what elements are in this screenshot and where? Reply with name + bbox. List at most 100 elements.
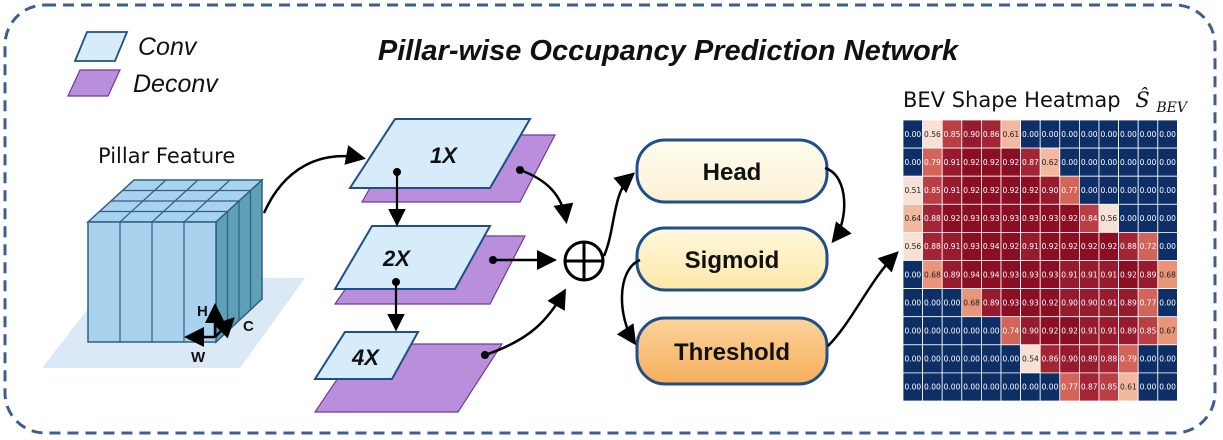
heatmap-cell-value: 0.00 — [1100, 186, 1117, 195]
heatmap-cell-value: 0.93 — [1002, 298, 1019, 307]
heatmap-cell-value: 0.00 — [1081, 186, 1098, 195]
heatmap-cell-value: 0.85 — [924, 186, 941, 195]
heatmap-cell-value: 0.00 — [924, 383, 941, 392]
heatmap-cell-value: 0.00 — [1120, 214, 1137, 223]
heatmap-cell-value: 0.94 — [963, 270, 980, 279]
legend-deconv-swatch — [67, 69, 121, 97]
heatmap-cell-value: 0.00 — [963, 326, 980, 335]
heatmap-cell-value: 0.91 — [1022, 242, 1039, 251]
heatmap-cell-value: 0.74 — [1002, 326, 1019, 335]
arrow-threshold-to-heatmap — [827, 251, 899, 347]
diagram-title: Pillar-wise Occupancy Prediction Network — [378, 35, 960, 67]
heatmap-cell-value: 0.90 — [963, 130, 980, 139]
heatmap-title: BEV Shape Heatmap Ŝ BEV — [903, 87, 1189, 116]
heatmap-cell-value: 0.79 — [924, 158, 941, 167]
heatmap-title-symbol: Ŝ — [1135, 87, 1149, 112]
heatmap-cell-value: 0.00 — [1100, 130, 1117, 139]
heatmap-cell-value: 0.92 — [1042, 326, 1059, 335]
heatmap-cell-value: 0.00 — [944, 355, 961, 364]
heatmap-cell-value: 0.00 — [983, 355, 1000, 364]
heatmap-cell-value: 0.92 — [1100, 242, 1117, 251]
heatmap-cell-value: 0.87 — [1022, 158, 1039, 167]
heatmap-cell-value: 0.00 — [904, 355, 921, 364]
heatmap-cell-value: 0.92 — [944, 214, 961, 223]
heatmap-cell-value: 0.77 — [1061, 383, 1078, 392]
heatmap-cell-value: 0.93 — [963, 214, 980, 223]
pillar-feature-block: H C W — [86, 178, 264, 366]
heatmap-cell-value: 0.00 — [904, 383, 921, 392]
heatmap-cell-value: 0.93 — [1022, 298, 1039, 307]
heatmap-cell-value: 0.00 — [944, 298, 961, 307]
heatmap-cell-value: 0.00 — [904, 270, 921, 279]
heatmap-cell-value: 0.93 — [1002, 214, 1019, 223]
scale-4x-label: 4X — [351, 345, 380, 370]
heatmap-cell-value: 0.91 — [944, 186, 961, 195]
heatmap-cell-value: 0.85 — [1140, 326, 1157, 335]
outer-dashed-frame — [3, 3, 1217, 435]
heatmap-cell-value: 0.67 — [1159, 326, 1176, 335]
heatmap-cell-value: 0.90 — [1061, 355, 1078, 364]
heatmap-cell-value: 0.92 — [1061, 326, 1078, 335]
heatmap-cell-value: 0.00 — [1140, 355, 1157, 364]
heatmap-cell-value: 0.93 — [1002, 270, 1019, 279]
heatmap-cell-value: 0.93 — [963, 242, 980, 251]
axis-c-label: C — [243, 318, 254, 335]
heatmap-cell-value: 0.91 — [1100, 298, 1117, 307]
heatmap-cell-value: 0.00 — [904, 130, 921, 139]
heatmap-cell-value: 0.88 — [924, 242, 941, 251]
conv-plane-4x — [313, 331, 420, 380]
legend-conv-swatch — [73, 31, 129, 62]
heatmap-cell-value: 0.00 — [1140, 158, 1157, 167]
heatmap-cell-value: 0.88 — [1120, 242, 1137, 251]
arrow-1x-to-fusion — [519, 168, 574, 224]
heatmap-cell-value: 0.00 — [1159, 158, 1176, 167]
heatmap-cell-value: 0.56 — [924, 130, 941, 139]
heatmap-cell-value: 0.79 — [1120, 355, 1137, 364]
heatmap-cell-value: 0.00 — [904, 158, 921, 167]
heatmap-cell-value: 0.92 — [963, 186, 980, 195]
heatmap-cell-value: 0.00 — [924, 326, 941, 335]
heatmap-cell-value: 0.87 — [1081, 383, 1098, 392]
heatmap-cell-value: 0.91 — [1081, 326, 1098, 335]
scale-1x-label: 1X — [430, 143, 458, 168]
heatmap-cell-value: 0.77 — [1140, 298, 1157, 307]
heatmap-cell-value: 0.00 — [1002, 355, 1019, 364]
heatmap-cell-value: 0.92 — [983, 158, 1000, 167]
sigmoid-box-label: Sigmoid — [685, 247, 780, 274]
heatmap-cell-value: 0.72 — [1140, 242, 1157, 251]
heatmap-cell-value: 0.91 — [1081, 270, 1098, 279]
heatmap-cell-value: 0.00 — [1159, 214, 1176, 223]
heatmap-cell-value: 0.61 — [1120, 383, 1137, 392]
heatmap-cell-value: 0.00 — [1159, 355, 1176, 364]
heatmap-cell-value: 0.92 — [983, 186, 1000, 195]
axis-h-label: H — [197, 303, 208, 320]
threshold-box — [635, 316, 829, 386]
heatmap-cell-value: 0.51 — [904, 186, 921, 195]
heatmap-cell-value: 0.00 — [1159, 242, 1176, 251]
heatmap-cell-value: 0.00 — [1022, 130, 1039, 139]
heatmap-cell-value: 0.00 — [1159, 186, 1176, 195]
heatmap-cell-value: 0.91 — [1100, 270, 1117, 279]
arrow-fusion-to-head — [602, 172, 636, 257]
heatmap-cell-value: 0.86 — [983, 130, 1000, 139]
heatmap-cell-value: 0.00 — [1140, 130, 1157, 139]
heatmap-cell-value: 0.00 — [904, 326, 921, 335]
heatmap-cell-value: 0.00 — [1042, 130, 1059, 139]
heatmap-cell-value: 0.00 — [1159, 298, 1176, 307]
heatmap-cell-value: 0.92 — [1022, 186, 1039, 195]
fusion-plus-icon — [563, 240, 605, 282]
heatmap-cell-value: 0.92 — [1081, 242, 1098, 251]
heatmap-cell-value: 0.92 — [1002, 242, 1019, 251]
heatmap-title-subscript: BEV — [1155, 100, 1189, 116]
arrow-head-to-sigmoid — [824, 166, 852, 244]
heatmap-cell-value: 0.00 — [1100, 158, 1117, 167]
heatmap-cell-value: 0.92 — [1042, 298, 1059, 307]
heatmap-cell-value: 0.54 — [1022, 355, 1039, 364]
heatmap-cell-value: 0.00 — [904, 298, 921, 307]
head-box-label: Head — [703, 159, 762, 186]
heatmap-cell-value: 0.92 — [1002, 186, 1019, 195]
heatmap-cell-value: 0.00 — [944, 383, 961, 392]
heatmap-cell-value: 0.93 — [1022, 214, 1039, 223]
